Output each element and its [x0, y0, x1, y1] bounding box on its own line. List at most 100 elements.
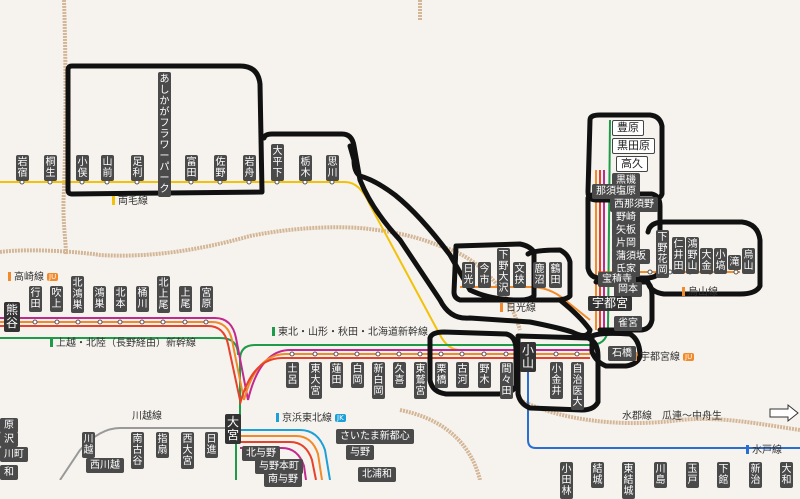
station-edge-4[interactable]: 和: [0, 465, 18, 480]
station-ishibashi[interactable]: 石橋: [608, 346, 636, 361]
station-fukiage[interactable]: 吹上: [50, 286, 63, 312]
station-mito-5[interactable]: 玉戸: [686, 462, 699, 488]
station-mito-7[interactable]: 新治: [749, 462, 762, 488]
station-ageo[interactable]: 上尾: [179, 286, 192, 312]
station-mito-3[interactable]: 東結城: [622, 462, 635, 499]
station-kanuma[interactable]: 鹿沼: [533, 262, 546, 288]
station-nishinasuno[interactable]: 西那須野: [610, 197, 658, 212]
station-nisshin[interactable]: 日進: [205, 432, 218, 458]
station-kiryu[interactable]: 桐生: [44, 155, 57, 181]
station-imaichi[interactable]: 今市: [478, 262, 491, 288]
station-kogane[interactable]: 小塙: [714, 248, 727, 274]
station-kawagoe[interactable]: 川越: [82, 432, 95, 458]
station-fubasami[interactable]: 文挟: [513, 262, 526, 288]
station-yono[interactable]: 与野: [346, 445, 374, 460]
station-yonohonmachi[interactable]: 与野本町: [255, 459, 303, 474]
station-sashiogi[interactable]: 指扇: [156, 432, 169, 458]
station-takaku[interactable]: 高久: [616, 156, 648, 172]
station-sano[interactable]: 佐野: [214, 155, 227, 181]
station-kurodahara[interactable]: 黒田原: [612, 138, 655, 154]
karasuyama-line-label: 烏山線: [682, 283, 718, 298]
station-tsuruta[interactable]: 鶴田: [549, 262, 562, 288]
station-jichiidai[interactable]: 自治医大: [571, 362, 584, 410]
station-okegawa[interactable]: 桶川: [136, 286, 149, 312]
station-kitayono[interactable]: 北与野: [242, 446, 280, 461]
tohoku-shinkansen: [239, 119, 611, 430]
station-kitamoto[interactable]: 北本: [114, 286, 127, 312]
marker-nikko: [451, 241, 537, 303]
station-tomita[interactable]: 富田: [185, 155, 198, 181]
station-shiraoka[interactable]: 白岡: [351, 362, 364, 388]
station-tochigi[interactable]: 栃木: [299, 155, 312, 181]
station-utsunomiya[interactable]: 宇都宮: [588, 296, 633, 311]
station-edge-1[interactable]: 原: [0, 418, 18, 433]
marker-ryomo-west: [65, 63, 265, 197]
station-iwafune[interactable]: 岩舟: [243, 155, 256, 181]
station-ohirashita[interactable]: 大平下: [271, 144, 284, 181]
station-edge-3[interactable]: 川町: [0, 447, 28, 462]
station-iwajuku[interactable]: 岩宿: [16, 155, 29, 181]
station-yaita[interactable]: 矢板: [612, 223, 640, 238]
station-suzumenomiya[interactable]: 雀宮: [614, 316, 642, 331]
station-karasuyama[interactable]: 烏山: [742, 248, 755, 274]
station-nasushiobara[interactable]: 那須塩原: [592, 184, 640, 199]
station-nozaki[interactable]: 野崎: [612, 210, 640, 225]
station-komata[interactable]: 小俣: [76, 155, 89, 181]
station-kamasusaka[interactable]: 蒲須坂: [612, 249, 650, 264]
station-edge-2[interactable]: 沢: [0, 432, 18, 447]
station-gyoda[interactable]: 行田: [29, 286, 42, 312]
mito-line: [527, 345, 800, 449]
station-omiya[interactable]: 大宮: [225, 414, 241, 444]
station-ogane[interactable]: 大金: [700, 248, 713, 274]
station-konosu[interactable]: 鴻巣: [93, 286, 106, 312]
station-shimotsukehanaoka[interactable]: 下野花岡: [656, 230, 669, 278]
kawagoe-line: [59, 427, 232, 480]
tohoku-shinkansen-label: 東北・山形・秋田・北海道新幹線: [272, 323, 428, 338]
station-mito-1[interactable]: 小田林: [560, 462, 573, 499]
station-kitaageo[interactable]: 北上尾: [157, 276, 170, 313]
station-kitakonosu[interactable]: 北鴻巣: [71, 276, 84, 313]
station-kuki[interactable]: 久喜: [393, 362, 406, 388]
mito-line-label: 水戸線: [746, 441, 782, 456]
station-mito-8[interactable]: 大和: [780, 462, 793, 488]
station-nikko[interactable]: 日光: [462, 262, 475, 288]
station-mito-6[interactable]: 下館: [717, 462, 730, 488]
station-flowerpark[interactable]: あしかがフラワーパーク: [158, 72, 171, 197]
station-mito-4[interactable]: 川島: [654, 462, 667, 488]
marker-utsunomiya: [593, 279, 655, 333]
station-nishiomiya[interactable]: 西大宮: [181, 432, 194, 469]
station-nogi[interactable]: 野木: [478, 362, 491, 388]
station-minamifuruya[interactable]: 南古谷: [131, 432, 144, 469]
marker-ryomo-east: [261, 131, 593, 338]
station-higashiomiya[interactable]: 東大宮: [309, 362, 322, 399]
station-nishikawagoe[interactable]: 西川越: [86, 458, 124, 473]
station-takinodai[interactable]: 滝: [728, 255, 741, 270]
station-ashikaga[interactable]: 足利: [131, 155, 144, 181]
station-koga[interactable]: 古河: [456, 362, 469, 388]
station-kitaurawa[interactable]: 北浦和: [358, 467, 396, 482]
station-koganei[interactable]: 小金井: [550, 362, 563, 399]
kawagoe-line-label: 川越線: [132, 411, 162, 422]
station-miyahara[interactable]: 宮原: [200, 286, 213, 312]
ryomo-line: [0, 181, 520, 351]
station-mito-2[interactable]: 結城: [591, 462, 604, 488]
station-saitamashintoshin[interactable]: さいたま新都心: [336, 429, 414, 444]
station-kataoka[interactable]: 片岡: [612, 236, 640, 251]
station-oyama[interactable]: 小山: [520, 342, 536, 372]
station-okamoto[interactable]: 岡本: [614, 282, 642, 297]
station-nitta[interactable]: 仁井田: [672, 237, 685, 274]
station-mamada[interactable]: 間々田: [500, 362, 513, 399]
station-omoigawa[interactable]: 思川: [326, 155, 339, 181]
station-kurihashi[interactable]: 栗橋: [435, 362, 448, 388]
station-higashiwashinomiya[interactable]: 東鷲宮: [414, 362, 427, 399]
station-toyohara[interactable]: 豊原: [612, 120, 644, 136]
station-yamamae[interactable]: 山前: [101, 155, 114, 181]
station-konoyama[interactable]: 鴻野山: [686, 237, 699, 274]
station-toro[interactable]: 土呂: [286, 362, 299, 388]
station-shimotsukeosawa[interactable]: 下野大沢: [497, 248, 510, 296]
station-shinshiraoka[interactable]: 新白岡: [372, 362, 385, 399]
station-kumagaya[interactable]: 熊谷: [4, 302, 20, 332]
station-hasuda[interactable]: 蓮田: [330, 362, 343, 388]
